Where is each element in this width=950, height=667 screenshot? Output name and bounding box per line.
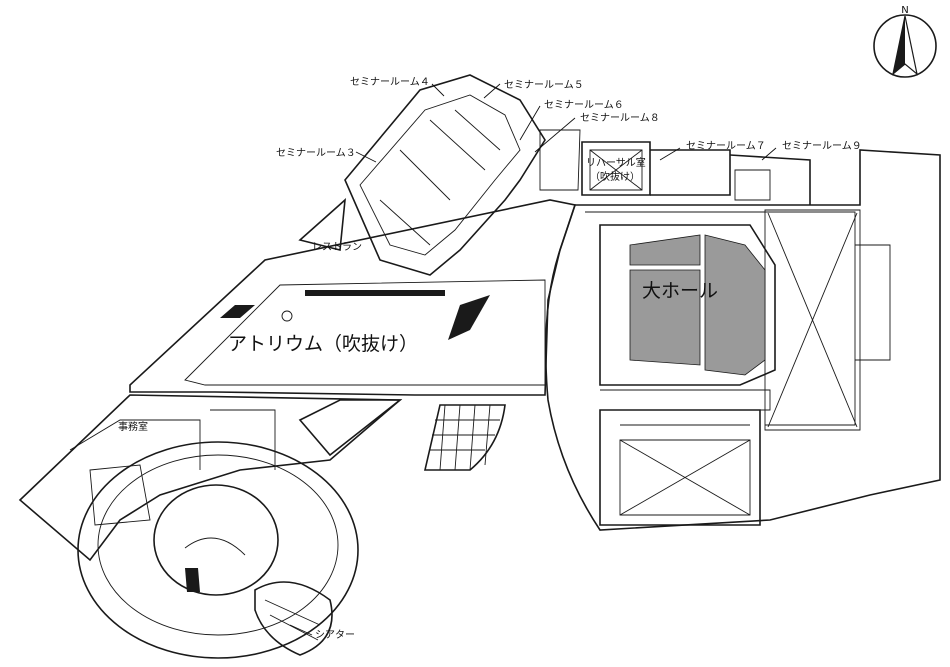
north-rooms-strip bbox=[539, 129, 811, 205]
label-rehearsal-void: （吹抜け） bbox=[590, 170, 640, 183]
label-restaurant: レストラン bbox=[312, 241, 362, 253]
label-seminar-6: セミナールーム６ bbox=[544, 99, 624, 111]
label-seminar-8: セミナールーム８ bbox=[580, 112, 660, 124]
large-hall-seating bbox=[599, 224, 776, 411]
atrium-corridor bbox=[129, 199, 577, 396]
label-leaders bbox=[289, 83, 777, 636]
label-large-hall: 大ホール bbox=[642, 280, 718, 302]
label-seminar-5: セミナールーム５ bbox=[504, 79, 584, 91]
theater-drum bbox=[77, 441, 359, 659]
label-seminar-7: セミナールーム７ bbox=[686, 140, 766, 152]
north-arrow-icon: N bbox=[873, 5, 937, 78]
label-seminar-3: セミナールーム３ bbox=[276, 147, 356, 159]
label-theater: シアター bbox=[315, 629, 355, 641]
label-office: 事務室 bbox=[118, 420, 148, 433]
label-seminar-9: セミナールーム９ bbox=[782, 140, 862, 152]
label-rehearsal-room: リハーサル室 bbox=[586, 156, 646, 169]
label-atrium: アトリウム（吹抜け） bbox=[228, 333, 418, 355]
south-east-rooms bbox=[599, 409, 761, 526]
label-seminar-4: セミナールーム４ bbox=[350, 76, 430, 88]
south-west-wing bbox=[18, 394, 403, 562]
seminar-block bbox=[298, 74, 546, 276]
atrium-glass-grid bbox=[423, 404, 506, 471]
north-label: N bbox=[901, 5, 908, 16]
